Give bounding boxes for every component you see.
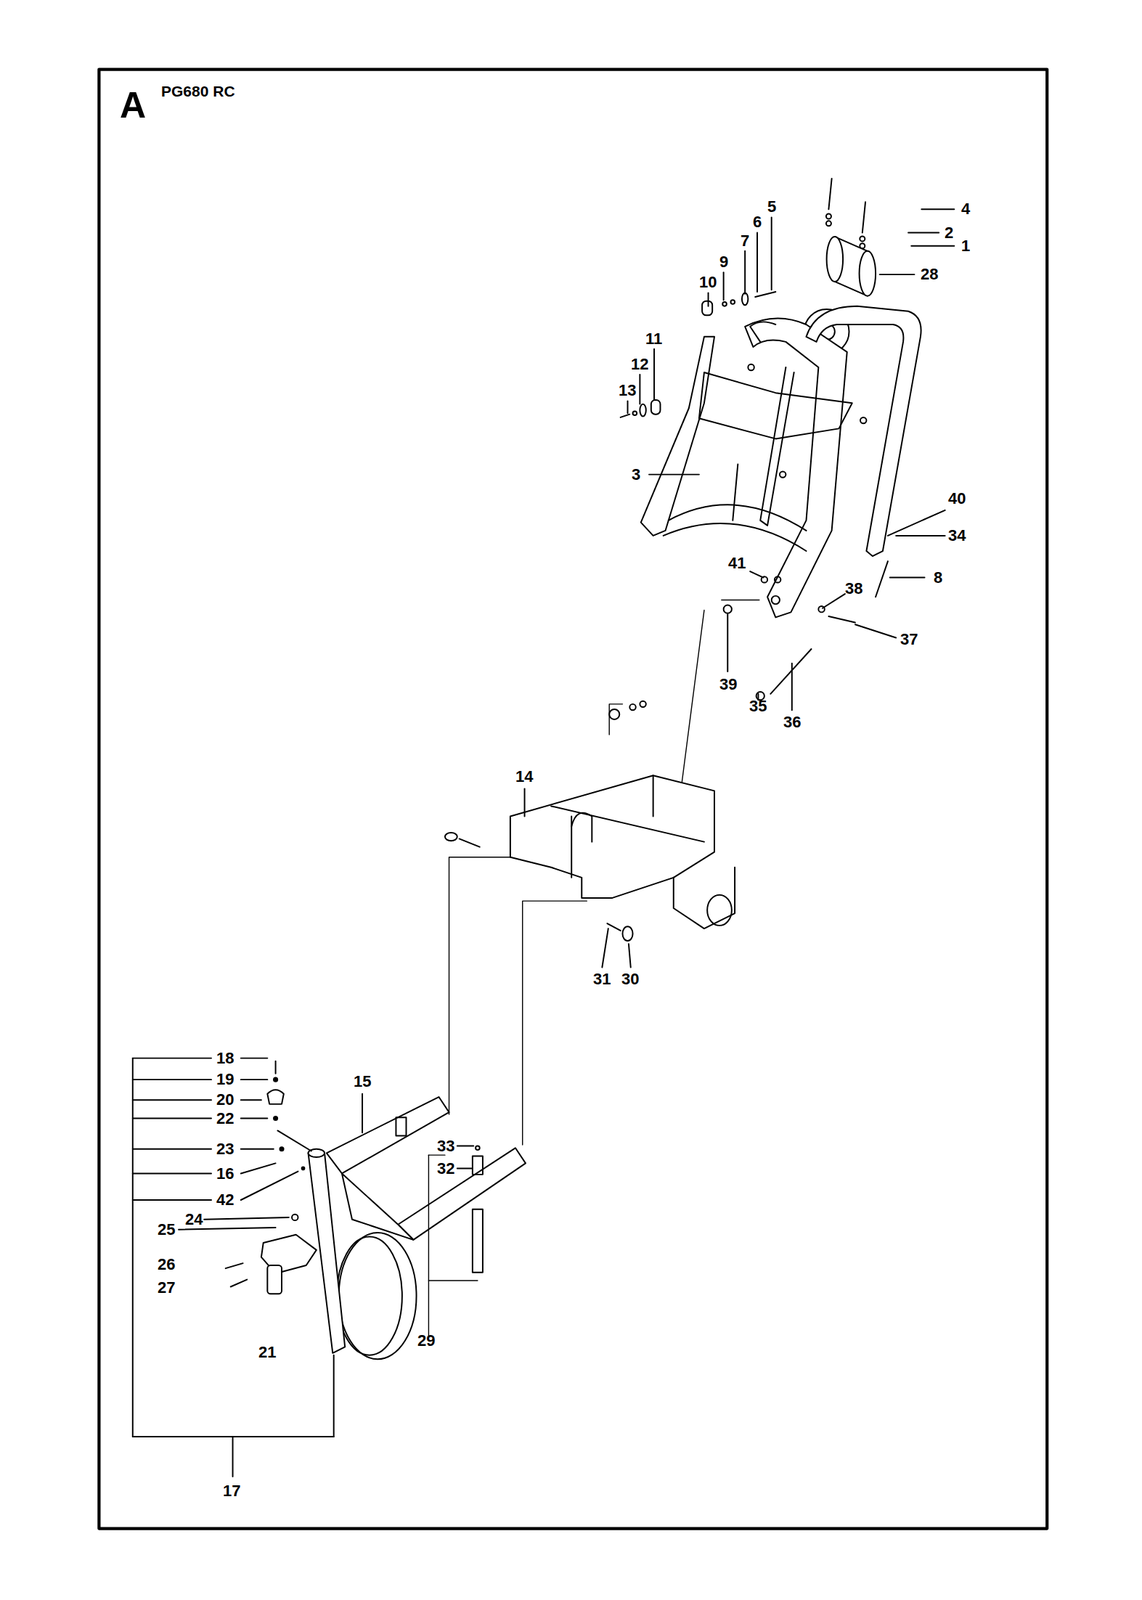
section-letter: A [119, 87, 146, 124]
callout-number: 3 [631, 466, 641, 483]
model-title: PG680 RC [161, 83, 236, 99]
callout-number: 31 [593, 971, 611, 988]
callout-number: 2 [944, 225, 954, 242]
callout-number: 5 [767, 198, 777, 215]
callout-number: 28 [920, 266, 938, 283]
callout-number: 11 [645, 331, 663, 348]
callout-number: 37 [900, 631, 918, 648]
callout-number: 19 [216, 1071, 234, 1088]
callout-number: 33 [437, 1138, 455, 1155]
callout-number: 41 [728, 555, 746, 572]
callout-number: 8 [933, 569, 943, 586]
callout-number: 32 [437, 1160, 455, 1177]
callout-number: 26 [157, 1256, 175, 1273]
callout-number: 17 [222, 1483, 241, 1500]
callout-number: 12 [630, 356, 649, 373]
callout-number: 1 [961, 238, 970, 255]
callout-number: 39 [719, 676, 737, 693]
callout-number: 30 [621, 971, 639, 988]
callout-number: 22 [216, 1110, 234, 1127]
callout-number: 15 [353, 1073, 371, 1090]
callout-number: 20 [216, 1091, 234, 1108]
callout-number: 7 [740, 233, 750, 250]
callout-number: 34 [948, 527, 966, 544]
callout-number: 27 [157, 1279, 175, 1296]
callout-number: 23 [216, 1141, 234, 1158]
callout-number: 25 [157, 1221, 175, 1238]
callout-number: 40 [948, 490, 966, 507]
callout-number: 42 [216, 1192, 234, 1209]
callout-number: 6 [752, 214, 762, 231]
callout-number: 10 [699, 274, 717, 291]
callout-number: 36 [783, 714, 801, 731]
callout-number: 24 [185, 1211, 203, 1228]
callout-number: 38 [845, 580, 863, 597]
callout-number: 4 [961, 201, 970, 218]
callout-number: 9 [719, 254, 729, 271]
callout-number: 16 [216, 1165, 234, 1182]
callout-number: 14 [515, 768, 533, 785]
callout-number: 13 [618, 382, 636, 399]
callout-number: 29 [417, 1332, 435, 1349]
callout-number: 35 [749, 698, 767, 715]
callout-number: 21 [258, 1344, 276, 1361]
callout-number: 18 [216, 1050, 234, 1067]
